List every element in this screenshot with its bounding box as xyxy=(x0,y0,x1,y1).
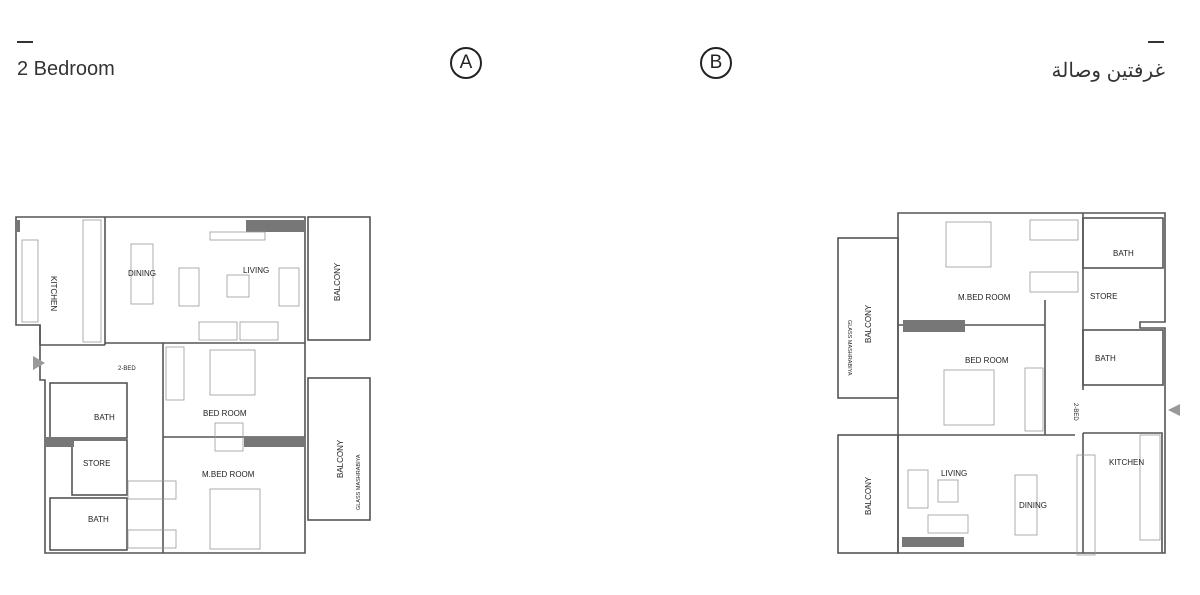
entrance-arrow-icon xyxy=(33,356,45,370)
label-balcony-2: BALCONY xyxy=(336,439,345,478)
label-master-bedroom: M.BED ROOM xyxy=(958,293,1011,302)
label-balcony-1: BALCONY xyxy=(333,262,342,301)
label-master-bedroom: M.BED ROOM xyxy=(202,470,255,479)
title-english: 2 Bedroom xyxy=(17,58,115,80)
floor-plan-b: M.BED ROOM BED ROOM BATH STORE BATH 2-BE… xyxy=(837,212,1180,556)
option-b-badge[interactable]: B xyxy=(700,47,732,79)
label-balcony-1: BALCONY xyxy=(864,304,873,343)
option-a-badge[interactable]: A xyxy=(450,47,482,79)
label-living: LIVING xyxy=(941,469,967,478)
label-glass-mashrabiya: GLASS MASHRABIYA xyxy=(846,320,852,376)
label-glass-mashrabiya: GLASS MASHRABIYA xyxy=(356,454,362,510)
label-bedroom: BED ROOM xyxy=(965,356,1009,365)
floor-plan-a: KITCHEN DINING LIVING BALCONY 2-BED BATH… xyxy=(15,216,371,554)
label-dining: DINING xyxy=(1019,501,1047,510)
label-bedroom: BED ROOM xyxy=(203,409,247,418)
label-balcony-2: BALCONY xyxy=(864,476,873,515)
entrance-arrow-icon xyxy=(1168,404,1180,416)
label-bath-1: BATH xyxy=(94,413,115,422)
title-dash-right xyxy=(1148,41,1164,43)
label-living: LIVING xyxy=(243,266,269,275)
title-arabic: غرفتين وصالة xyxy=(1051,60,1165,82)
label-kitchen: KITCHEN xyxy=(49,276,58,311)
label-bath-2: BATH xyxy=(88,515,109,524)
label-store: STORE xyxy=(83,459,110,468)
label-store: STORE xyxy=(1090,292,1117,301)
label-bath-1: BATH xyxy=(1113,249,1134,258)
label-bath-2: BATH xyxy=(1095,354,1116,363)
label-unit-type: 2-BED xyxy=(118,366,136,372)
label-kitchen: KITCHEN xyxy=(1109,458,1144,467)
label-unit-type: 2-BED xyxy=(1072,403,1078,421)
title-dash-left xyxy=(17,41,33,43)
label-dining: DINING xyxy=(128,269,156,278)
